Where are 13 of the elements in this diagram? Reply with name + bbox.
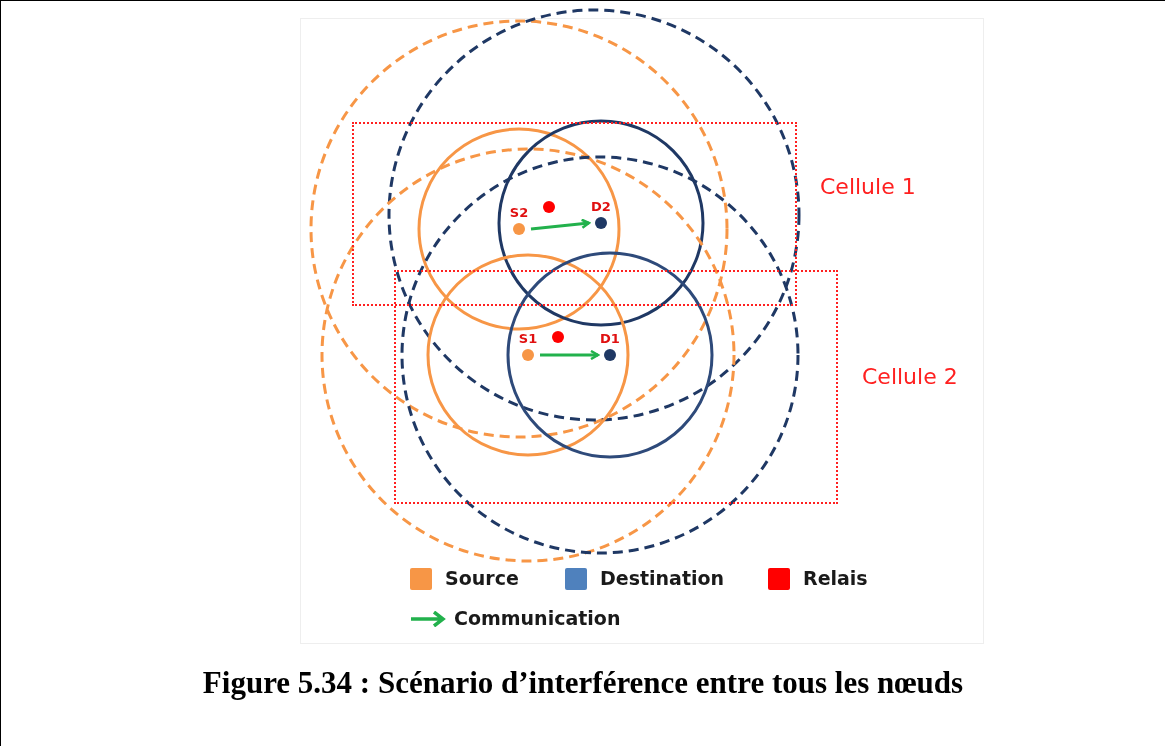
- legend-label: Communication: [454, 607, 621, 629]
- communication-arrow: [530, 218, 591, 231]
- figure-caption: Figure 5.34 : Scénario d’interférence entre tous les nœuds: [201, 665, 965, 701]
- legend-label: Destination: [600, 567, 725, 589]
- legend-label: Source: [445, 567, 519, 589]
- node-label: S2: [508, 205, 530, 220]
- cell-label: Cellule 2: [862, 364, 958, 389]
- node-label: S1: [517, 331, 539, 346]
- cell-label: Cellule 1: [820, 174, 916, 199]
- node-label: D1: [599, 331, 621, 346]
- communication-arrow: [540, 349, 600, 361]
- node-label: D2: [590, 199, 612, 214]
- legend-label: Relais: [803, 567, 868, 589]
